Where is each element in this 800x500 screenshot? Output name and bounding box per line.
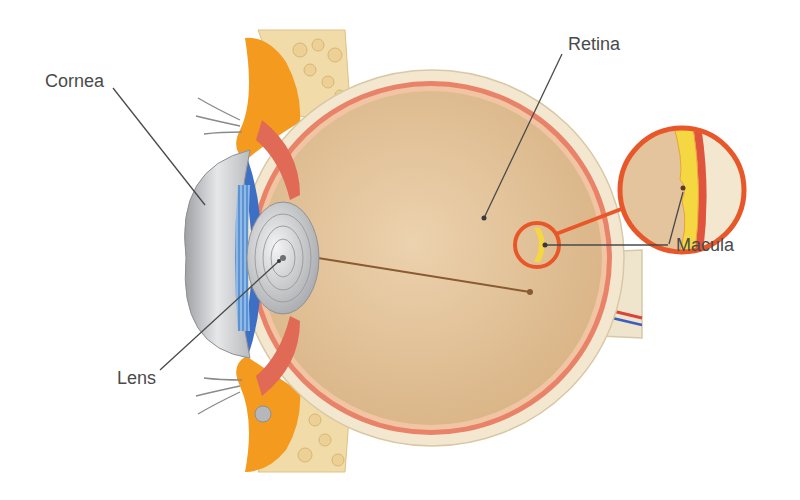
bone-pore xyxy=(312,39,324,51)
fovea-dot xyxy=(681,186,686,191)
visual-axis xyxy=(318,258,530,292)
lens-ring xyxy=(263,226,303,290)
zoom-circle xyxy=(620,128,744,252)
optic-disc xyxy=(527,289,533,295)
eyeball xyxy=(185,70,624,446)
bone-pore xyxy=(293,43,307,57)
leader-line xyxy=(160,261,279,370)
eyelash xyxy=(196,378,242,414)
leader-line xyxy=(545,244,668,245)
bone-pore xyxy=(328,48,342,62)
eyelash xyxy=(196,98,242,134)
leader-line xyxy=(113,88,205,205)
bone-pore xyxy=(332,454,344,466)
part-label: Lens xyxy=(117,367,156,389)
lens-ring xyxy=(271,239,295,277)
bone-pore xyxy=(304,64,316,76)
leader-dot xyxy=(482,216,487,221)
zoom-connector xyxy=(556,208,624,234)
lens xyxy=(247,202,319,314)
leader-dot xyxy=(543,243,548,248)
sclera xyxy=(240,70,624,446)
bone-pore xyxy=(319,434,331,446)
leader-lines xyxy=(113,54,683,370)
gland xyxy=(255,406,271,422)
cornea xyxy=(185,150,250,358)
bone-pore xyxy=(322,76,334,88)
part-label: Cornea xyxy=(45,70,104,92)
leader-dots xyxy=(277,216,548,264)
lens-centre xyxy=(280,255,286,261)
part-label: Retina xyxy=(568,33,620,55)
lens-ring xyxy=(255,214,311,302)
ciliary-body xyxy=(256,316,300,396)
ciliary-body xyxy=(256,120,300,200)
bone-pore xyxy=(309,414,321,426)
leader-line xyxy=(484,54,562,218)
bone-pore xyxy=(298,448,312,462)
part-label: Macula xyxy=(676,234,734,256)
leader-dot xyxy=(277,259,281,263)
macula-zoom xyxy=(515,120,750,267)
zoom-content xyxy=(615,120,750,260)
